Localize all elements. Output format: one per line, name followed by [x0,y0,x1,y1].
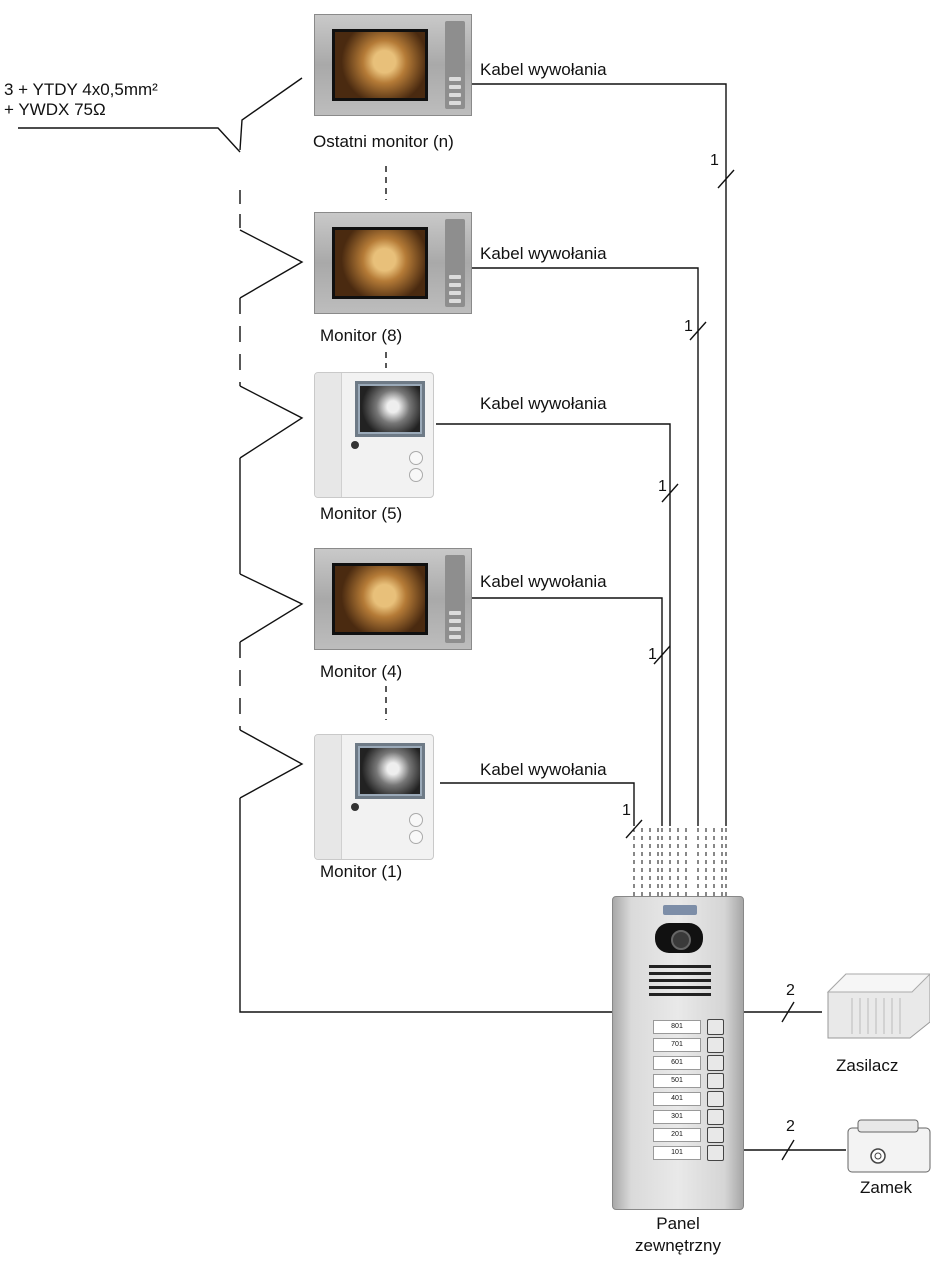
bus-zigzag-1 [239,729,304,799]
panel-call-button[interactable] [707,1091,724,1107]
power-supply-label: Zasilacz [836,1056,899,1075]
panel-name-tag: 601 [653,1056,701,1070]
lock-label: Zamek [860,1178,912,1197]
monitor-last-device [314,14,472,116]
monitor-8-label: Monitor (8) [320,326,403,345]
monitor-4-device [314,548,472,650]
outdoor-panel-device: 801 701 601 501 401 301 201 101 [612,896,744,1210]
monitor-button-strip [445,219,465,307]
monitor-1-cable-count: 1 [622,802,631,819]
call-cable-5 [436,423,671,826]
bus-zigzag-8 [239,229,304,299]
bus-to-panel [239,798,618,1013]
monitor-1-label: Monitor (1) [320,862,403,881]
cable-spec-line2: + YWDX 75Ω [4,100,106,119]
bus-zigzag-top [239,77,303,151]
monitor-last-label: Ostatni monitor (n) [313,132,454,151]
panel-call-button[interactable] [707,1055,724,1071]
panel-call-button[interactable] [707,1109,724,1125]
monitor-5-cable-count: 1 [658,478,667,495]
brand-logo-icon [351,803,359,811]
panel-call-button[interactable] [707,1073,724,1089]
handset [315,735,342,859]
panel-call-button[interactable] [707,1037,724,1053]
monitor-8-cable-count: 1 [684,318,693,335]
monitor-5-cable-label: Kabel wywołania [480,394,607,413]
monitor-buttons [409,813,423,849]
bus-input-line [18,127,241,153]
lock-device [847,1119,931,1173]
panel-name-tag: 401 [653,1092,701,1106]
handset [315,373,342,497]
panel-button-row: 301 [653,1109,727,1125]
monitor-8-cable-label: Kabel wywołania [480,244,607,263]
panel-call-button[interactable] [707,1127,724,1143]
monitor-1-cable-label: Kabel wywołania [480,760,607,779]
slash-8 [689,321,707,341]
panel-call-button[interactable] [707,1019,724,1035]
panel-button-row: 401 [653,1091,727,1107]
monitor-screen [355,743,425,799]
brand-logo-icon [351,441,359,449]
lock-cable-count: 2 [786,1118,795,1135]
cable-spec-line1: 3 + YTDY 4x0,5mm² [4,80,158,99]
monitor-screen [332,227,428,299]
power-supply-device [826,973,930,1039]
brand-logo-icon [663,905,697,915]
slash-n [717,169,735,189]
panel-name-tag: 301 [653,1110,701,1124]
monitor-screen [355,381,425,437]
monitor-last-cable-label: Kabel wywołania [480,60,607,79]
power-supply-cable-count: 2 [786,982,795,999]
slash-4 [653,645,671,665]
panel-name-tag: 201 [653,1128,701,1142]
monitor-screen [332,29,428,101]
monitor-8-device [314,212,472,314]
monitor-5-device [314,372,434,498]
monitor-4-label: Monitor (4) [320,662,403,681]
lock-slash [781,1139,795,1161]
panel-name-tag: 101 [653,1146,701,1160]
bus-zigzag-4 [239,573,304,643]
call-cable-1 [440,782,635,826]
bus-zigzag-5 [239,385,304,459]
panel-button-row: 801 [653,1019,727,1035]
call-cable-n [472,83,727,826]
call-cable-4 [472,597,663,826]
panel-call-button[interactable] [707,1145,724,1161]
monitor-button-strip [445,21,465,109]
camera-icon [655,923,703,953]
call-cable-8 [472,267,699,826]
monitor-buttons [409,451,423,487]
psu-slash [781,1001,795,1023]
monitor-1-device [314,734,434,860]
monitor-screen [332,563,428,635]
panel-label-line2: zewnętrzny [635,1236,721,1255]
panel-name-tag: 501 [653,1074,701,1088]
monitor-5-label: Monitor (5) [320,504,403,523]
panel-name-tag: 801 [653,1020,701,1034]
panel-label-line1: Panel [656,1214,700,1233]
panel-name-tag: 701 [653,1038,701,1052]
panel-button-row: 501 [653,1073,727,1089]
panel-button-row: 201 [653,1127,727,1143]
panel-button-row: 101 [653,1145,727,1161]
monitor-button-strip [445,555,465,643]
panel-button-row: 701 [653,1037,727,1053]
monitor-4-cable-count: 1 [648,646,657,663]
monitor-last-cable-count: 1 [710,152,719,169]
monitor-4-cable-label: Kabel wywołania [480,572,607,591]
speaker-grill [649,965,711,997]
panel-button-row: 601 [653,1055,727,1071]
slash-5 [661,483,679,503]
